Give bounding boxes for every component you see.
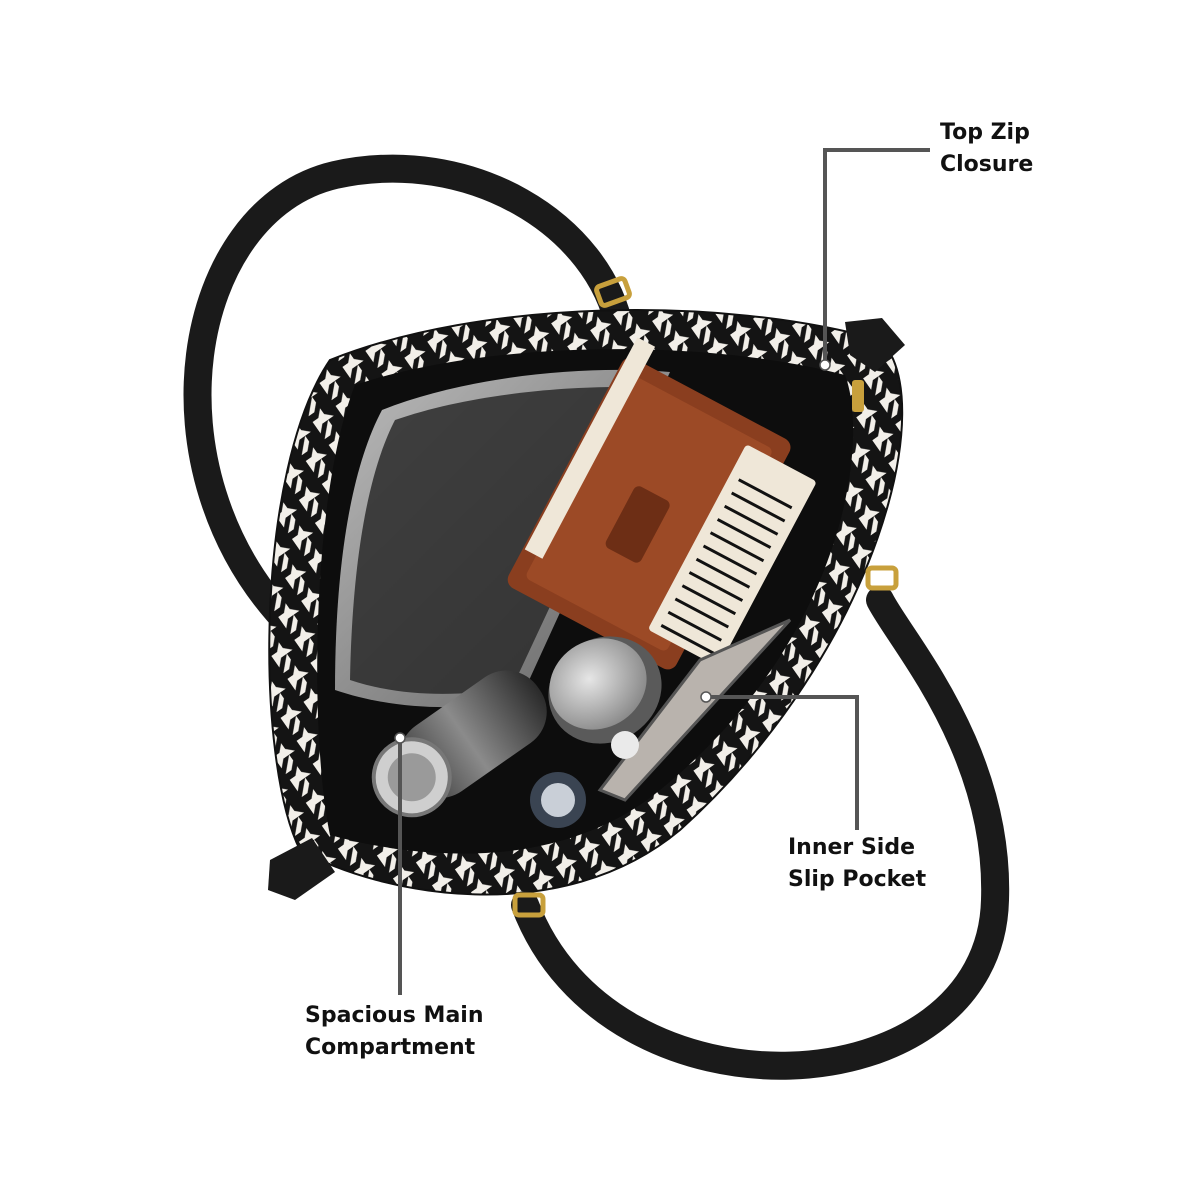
spiral-notebook xyxy=(649,445,816,666)
corner-tab-top-right xyxy=(845,318,905,372)
top-zip-closure-label: Top Zip Closure xyxy=(940,117,1033,181)
leader-inner-pocket xyxy=(708,695,859,830)
corner-tab-bottom-left xyxy=(268,838,335,900)
tin-case xyxy=(548,636,662,744)
label-line: Spacious Main xyxy=(305,1003,484,1028)
small-bottle xyxy=(530,731,639,828)
zip-pull xyxy=(852,380,864,412)
leader-top-zip xyxy=(823,148,930,365)
tote-bag xyxy=(268,309,905,900)
callout-leaders xyxy=(398,148,930,995)
leather-planner xyxy=(507,337,791,670)
label-line: Slip Pocket xyxy=(788,867,927,892)
label-line: Top Zip xyxy=(940,120,1030,145)
label-line: Compartment xyxy=(305,1035,476,1060)
spacious-main-compartment-label: Spacious Main Compartment xyxy=(305,1000,484,1064)
inner-side-slip-pocket-label: Inner Side Slip Pocket xyxy=(788,832,926,896)
callout-dots xyxy=(394,359,831,744)
label-line: Closure xyxy=(940,152,1034,177)
label-line: Inner Side xyxy=(788,835,915,860)
bottom-right-strap xyxy=(511,565,1010,1080)
